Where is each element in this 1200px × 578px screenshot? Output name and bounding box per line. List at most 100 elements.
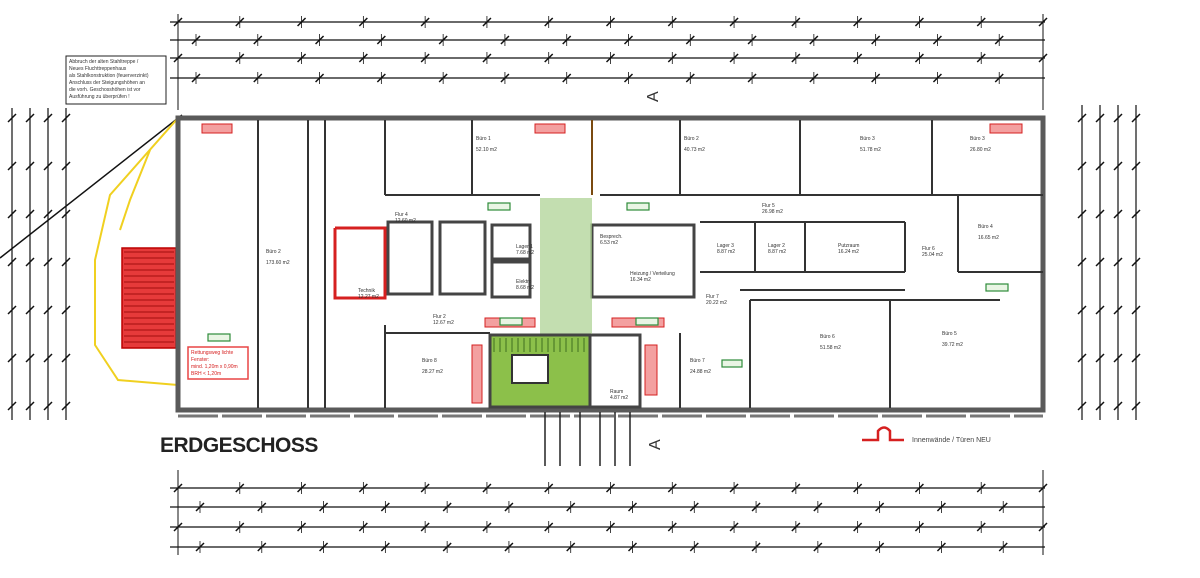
room-label: Büro 7 24.88 m2 xyxy=(690,358,711,375)
dimension-line xyxy=(61,305,71,315)
dimension-line xyxy=(1095,161,1105,171)
note-line: Abbruch der alten Stahltreppe / xyxy=(69,59,139,65)
svg-text:Heizung / Verteilung: Heizung / Verteilung xyxy=(630,271,675,277)
dimension-line xyxy=(1131,209,1141,219)
svg-text:39.72 m2: 39.72 m2 xyxy=(942,342,963,348)
room-label: Lager 28.87 m2 xyxy=(768,243,786,255)
svg-text:12.27 m2: 12.27 m2 xyxy=(358,294,379,300)
svg-text:16.65 m2: 16.65 m2 xyxy=(978,235,999,241)
svg-text:24.88 m2: 24.88 m2 xyxy=(690,369,711,375)
dimension-line xyxy=(1095,305,1105,315)
room-label: Büro 5 39.72 m2 xyxy=(942,331,963,348)
svg-text:26.80 m2: 26.80 m2 xyxy=(970,147,991,153)
svg-text:Büro 2: Büro 2 xyxy=(684,136,699,142)
svg-text:Büro 7: Büro 7 xyxy=(690,358,705,364)
room-label: Flur 412.60 m2 xyxy=(395,212,416,224)
room-label: Büro 240.73 m2 xyxy=(684,136,705,153)
svg-text:Büro 8: Büro 8 xyxy=(422,358,437,364)
svg-text:Flur 4: Flur 4 xyxy=(395,212,408,218)
section-line xyxy=(0,114,183,259)
dimension-line xyxy=(1095,401,1105,411)
svg-text:4.87 m2: 4.87 m2 xyxy=(610,395,628,401)
dimension-line xyxy=(61,401,71,411)
svg-text:51.78 m2: 51.78 m2 xyxy=(860,147,881,153)
section-marker-top: A xyxy=(645,91,662,102)
dimension-line xyxy=(1077,401,1087,411)
room-label: Flur 526.98 m2 xyxy=(762,203,783,215)
svg-text:BRH < 1,20m: BRH < 1,20m xyxy=(191,371,221,377)
escape-corridor xyxy=(540,198,592,334)
room-label: Büro 351.78 m2 xyxy=(860,136,881,153)
room-label: Lager 38.87 m2 xyxy=(717,243,735,255)
svg-text:16.34 m2: 16.34 m2 xyxy=(630,277,651,283)
dimension-line xyxy=(25,209,35,219)
svg-text:26.98 m2: 26.98 m2 xyxy=(762,209,783,215)
svg-text:Rettungsweg lichte: Rettungsweg lichte xyxy=(191,350,233,356)
svg-text:Lager 3: Lager 3 xyxy=(717,243,734,249)
dimension-line xyxy=(43,305,53,315)
room-label: Büro 1 52.10 m2 xyxy=(476,136,497,153)
svg-text:16.24 m2: 16.24 m2 xyxy=(838,249,859,255)
floor-title: ERDGESCHOSS xyxy=(160,434,318,457)
dimension-line xyxy=(1131,353,1141,363)
room-label: Büro 4 16.65 m2 xyxy=(978,224,999,241)
svg-text:Technik: Technik xyxy=(358,288,375,294)
svg-text:8.68 m2: 8.68 m2 xyxy=(516,285,534,291)
dimension-line xyxy=(1113,257,1123,267)
new-wall xyxy=(333,226,387,300)
dimension-line xyxy=(1113,113,1123,123)
dimension-line xyxy=(7,353,17,363)
room-label: Flur 212.67 m2 xyxy=(433,314,454,326)
dimension-line xyxy=(1077,257,1087,267)
dimension-line xyxy=(1113,305,1123,315)
room-label: Büro 326.80 m2 xyxy=(970,136,991,153)
dimension-line xyxy=(1077,113,1087,123)
svg-text:Büro 5: Büro 5 xyxy=(942,331,957,337)
svg-text:Büro 4: Büro 4 xyxy=(978,224,993,230)
dimension-line xyxy=(43,161,53,171)
room-label: Lager 17.68 m2 xyxy=(516,244,534,256)
note-line: die vorh. Geschosshöhen ist vor xyxy=(69,87,141,93)
svg-text:6.53 m2: 6.53 m2 xyxy=(600,240,618,246)
svg-text:Elektro: Elektro xyxy=(516,279,532,285)
dimension-line xyxy=(1131,161,1141,171)
dimension-line xyxy=(7,305,17,315)
dimension-line xyxy=(61,113,71,123)
room-label: Büro 651.58 m2 xyxy=(820,334,841,351)
room-label: Flur 720.22 m2 xyxy=(706,294,727,306)
dimension-lines xyxy=(7,14,1141,555)
legend: Innenwände / Türen NEU xyxy=(862,426,991,444)
svg-text:Lager 2: Lager 2 xyxy=(768,243,785,249)
dimension-line xyxy=(25,257,35,267)
note-line: Neues Fluchttreppenhaus xyxy=(69,66,127,72)
dimension-line xyxy=(61,353,71,363)
dimension-line xyxy=(7,257,17,267)
room-label: Besprech.6.53 m2 xyxy=(600,234,623,246)
exit-signs xyxy=(207,202,1009,368)
dimension-line xyxy=(43,113,53,123)
dimension-line xyxy=(25,113,35,123)
svg-text:Büro 1: Büro 1 xyxy=(476,136,491,142)
svg-text:28.27 m2: 28.27 m2 xyxy=(422,369,443,375)
dimension-line xyxy=(1095,209,1105,219)
dimension-line xyxy=(61,161,71,171)
svg-text:Flur 7: Flur 7 xyxy=(706,294,719,300)
svg-text:Putzraum: Putzraum xyxy=(838,243,859,249)
svg-text:52.10 m2: 52.10 m2 xyxy=(476,147,497,153)
dimension-line xyxy=(1095,353,1105,363)
dimension-line xyxy=(1113,161,1123,171)
dimension-line xyxy=(1131,113,1141,123)
dimension-line xyxy=(7,113,17,123)
new-wall-legend-icon xyxy=(862,426,904,442)
dimension-line xyxy=(7,209,17,219)
dimension-line xyxy=(43,257,53,267)
svg-text:Lager 1: Lager 1 xyxy=(516,244,533,250)
dimension-line xyxy=(43,401,53,411)
svg-text:8.87 m2: 8.87 m2 xyxy=(717,249,735,255)
